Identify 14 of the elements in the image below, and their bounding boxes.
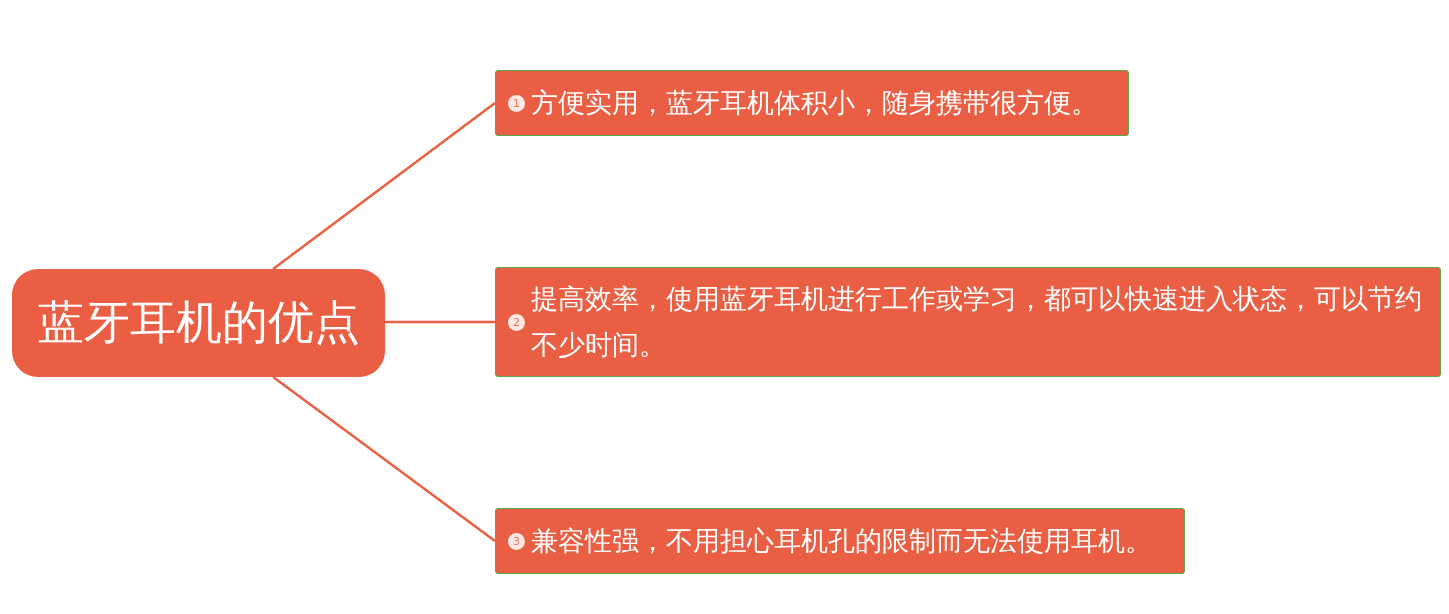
number-badge: 3 <box>508 532 525 550</box>
branch-box <box>495 70 1129 136</box>
branch-text: 提高效率，使用蓝牙耳机进行工作或学习，都可以快速进入状态，可以节约不少时间。 <box>531 282 1423 362</box>
branch-text: 方便实用，蓝牙耳机体积小，随身携带很方便。 <box>531 86 1099 120</box>
branch-box <box>495 267 1441 377</box>
connector-line <box>272 102 496 270</box>
branch-box <box>495 508 1185 574</box>
connector-line <box>385 320 495 324</box>
branch-text: 兼容性强，不用担心耳机孔的限制而无法使用耳机。 <box>531 524 1153 558</box>
connector-line <box>272 376 496 542</box>
number-badge: 2 <box>508 313 525 331</box>
number-badge: 1 <box>508 94 525 112</box>
topic-box <box>12 269 385 377</box>
topic-text: 蓝牙耳机的优点 <box>37 294 360 351</box>
